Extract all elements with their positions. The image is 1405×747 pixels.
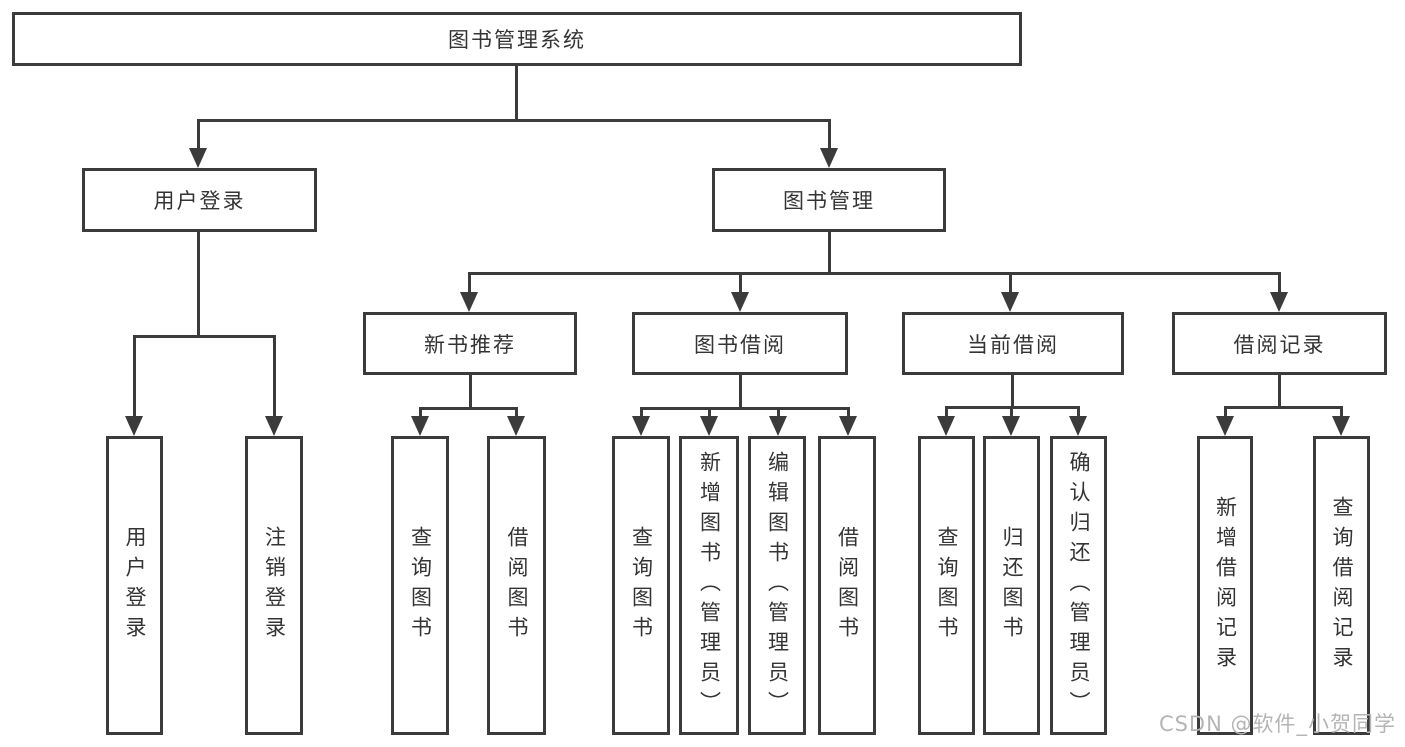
arrow-down-icon <box>411 416 429 436</box>
arrow-down-icon <box>125 416 143 436</box>
connector-line <box>468 272 471 292</box>
connector-line <box>273 335 276 416</box>
connector-line <box>1010 406 1013 416</box>
arrow-down-icon <box>820 148 838 168</box>
connector-line <box>419 407 422 416</box>
node-leaf-add-borrow-record: 新增借阅记录 <box>1197 436 1253 735</box>
arrow-down-icon <box>1332 416 1350 436</box>
connector-line <box>847 407 850 416</box>
arrow-down-icon <box>632 416 650 436</box>
connector-line <box>133 335 136 416</box>
connector-line <box>1224 406 1343 409</box>
node-leaf-query-books-current: 查询图书 <box>918 436 975 735</box>
connector-line <box>197 119 830 122</box>
arrow-down-icon <box>731 292 749 312</box>
node-book-borrowing: 图书借阅 <box>632 312 848 375</box>
connector-line <box>739 272 742 292</box>
connector-line <box>1278 272 1281 292</box>
watermark: CSDN @软件_小贺同学 <box>1158 712 1396 736</box>
connector-line <box>777 407 780 416</box>
node-leaf-query-books-recommend: 查询图书 <box>391 436 449 735</box>
connector-line <box>640 407 643 416</box>
arrow-down-icon <box>1216 416 1234 436</box>
node-borrowing-records: 借阅记录 <box>1172 312 1387 375</box>
node-new-book-recommend: 新书推荐 <box>363 312 577 375</box>
arrow-down-icon <box>839 416 857 436</box>
connector-line <box>739 375 742 409</box>
connector-line <box>1009 272 1012 292</box>
connector-line <box>515 407 518 416</box>
node-leaf-confirm-return-admin: 确认归还（管理员） <box>1050 436 1107 735</box>
arrow-down-icon <box>460 292 478 312</box>
connector-line <box>197 119 200 148</box>
arrow-down-icon <box>189 148 207 168</box>
connector-line <box>708 407 711 416</box>
connector-line <box>133 335 276 338</box>
arrow-down-icon <box>769 416 787 436</box>
arrow-down-icon <box>1069 416 1087 436</box>
node-leaf-borrow-books: 借阅图书 <box>818 436 876 735</box>
connector-line <box>1077 406 1080 416</box>
node-library-system: 图书管理系统 <box>12 12 1022 66</box>
connector-line <box>640 407 849 410</box>
node-leaf-borrow-books-recommend: 借阅图书 <box>487 436 546 735</box>
arrow-down-icon <box>937 416 955 436</box>
node-leaf-logout-login: 注销登录 <box>245 436 303 735</box>
node-leaf-add-book-admin: 新增图书（管理员） <box>679 436 739 735</box>
arrow-down-icon <box>507 416 525 436</box>
arrow-down-icon <box>700 416 718 436</box>
node-leaf-user-login: 用户登录 <box>106 436 163 735</box>
node-leaf-query-books-borrowing: 查询图书 <box>612 436 670 735</box>
connector-line <box>419 407 518 410</box>
connector-line <box>197 232 200 337</box>
connector-line <box>1224 406 1227 416</box>
node-user-login: 用户登录 <box>82 168 317 232</box>
node-leaf-edit-book-admin: 编辑图书（管理员） <box>748 436 806 735</box>
arrow-down-icon <box>1001 292 1019 312</box>
connector-line <box>515 66 518 120</box>
node-leaf-return-books: 归还图书 <box>983 436 1040 735</box>
connector-line <box>1278 375 1281 408</box>
connector-line <box>828 119 831 148</box>
connector-line <box>945 406 948 416</box>
node-current-borrowing: 当前借阅 <box>902 312 1124 375</box>
connector-line <box>469 375 472 409</box>
connector-line <box>1011 375 1014 408</box>
connector-line <box>828 232 831 274</box>
arrow-down-icon <box>1270 292 1288 312</box>
connector-line <box>1340 406 1343 416</box>
arrow-down-icon <box>265 416 283 436</box>
arrow-down-icon <box>1002 416 1020 436</box>
connector-line <box>468 272 1281 275</box>
node-leaf-query-borrow-record: 查询借阅记录 <box>1313 436 1370 735</box>
node-book-management: 图书管理 <box>712 168 946 232</box>
